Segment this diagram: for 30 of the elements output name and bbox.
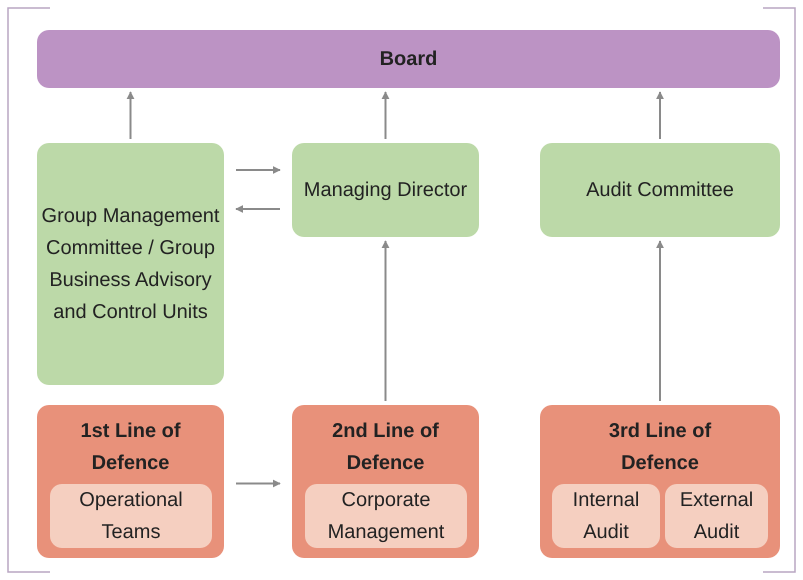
- board-box: [37, 30, 780, 88]
- arrow: [236, 166, 281, 174]
- committee-box: [540, 143, 780, 237]
- arrow: [235, 205, 280, 213]
- arrow: [656, 240, 664, 401]
- team-box: [305, 484, 467, 548]
- arrow: [382, 240, 390, 401]
- node-label: Internal Audit: [572, 488, 640, 545]
- node-label: Corporate Management: [326, 488, 446, 545]
- arrow: [656, 91, 664, 139]
- node-label: Board: [378, 47, 438, 72]
- arrow: [382, 91, 390, 139]
- committee-box: [292, 143, 479, 237]
- node-label: 1st Line of Defence: [79, 419, 182, 476]
- line-of-defence-panel: [540, 405, 780, 558]
- team-box: [552, 484, 660, 548]
- node-label: Managing Director: [302, 178, 468, 203]
- node-label: Audit Committee: [585, 178, 735, 203]
- line-of-defence-panel: [292, 405, 479, 558]
- arrow: [236, 480, 281, 488]
- arrow: [126, 91, 134, 139]
- committee-box: [37, 143, 224, 385]
- node-label: 3rd Line of Defence: [608, 419, 712, 476]
- line-of-defence-panel: [37, 405, 224, 558]
- node-label: 2nd Line of Defence: [331, 419, 440, 476]
- node-label: Operational Teams: [78, 488, 184, 545]
- node-label: External Audit: [678, 488, 754, 545]
- team-box: [50, 484, 212, 548]
- team-box: [665, 484, 768, 548]
- node-label: Group Management Committee / Group Business Advisory and Control Units: [41, 204, 220, 325]
